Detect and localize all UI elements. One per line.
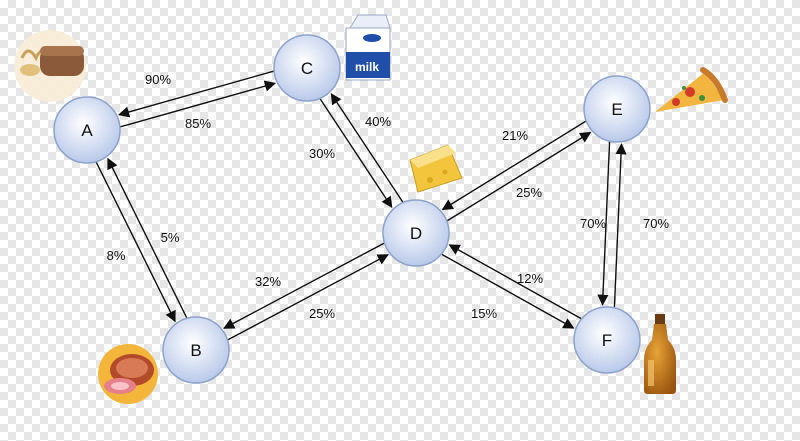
edge-a-to-c <box>120 80 277 128</box>
edge-label-e-to-f: 70% <box>580 216 606 231</box>
nodes: A B C D E F <box>53 34 651 384</box>
cheese-icon <box>409 144 463 193</box>
node-label-f: F <box>602 331 612 350</box>
edges <box>95 70 627 341</box>
edge-f-to-d <box>448 244 582 320</box>
edge-label-d-to-b: 25% <box>309 306 335 321</box>
pizza-icon <box>655 67 728 112</box>
beer-bottle-icon <box>644 314 676 394</box>
milk-label: milk <box>355 60 379 74</box>
edge-label-d-to-f: 15% <box>471 306 497 321</box>
edge-label-a-to-b: 5% <box>161 230 180 245</box>
edge-f-to-e <box>613 143 627 308</box>
meat-icon <box>98 344 158 404</box>
node-label-a: A <box>81 121 93 140</box>
node-label-d: D <box>410 224 422 243</box>
node-circle-f <box>573 306 641 374</box>
edge-d-to-c <box>330 92 404 203</box>
edge-label-c-to-d: 30% <box>309 146 335 161</box>
edge-d-to-b <box>223 242 385 329</box>
edge-label-f-to-d: 12% <box>517 271 543 286</box>
edge-label-a-to-c: 90% <box>145 72 171 87</box>
edge-b-to-d <box>227 254 389 341</box>
bread-icon <box>14 30 86 102</box>
node-b: B <box>162 316 230 384</box>
edge-label-e-to-d: 25% <box>516 185 542 200</box>
edge-labels: 90% 85% 5% 8% 30% 40% 32% 25% 21% 25% 15% 12% 70% 70% <box>107 72 670 321</box>
node-circle-d <box>382 199 450 267</box>
node-d: D <box>382 199 450 267</box>
edge-c-to-d <box>319 98 393 209</box>
node-circle-a <box>53 96 121 164</box>
edge-label-d-to-c: 40% <box>365 114 391 129</box>
edge-c-to-a <box>117 70 274 118</box>
node-label-e: E <box>611 100 622 119</box>
node-a: A <box>53 96 121 164</box>
edge-label-c-to-a: 85% <box>185 116 211 131</box>
edge-label-b-to-d: 32% <box>255 274 281 289</box>
edge-d-to-e <box>446 131 592 222</box>
node-f: F <box>573 306 641 374</box>
edge-label-f-to-e: 70% <box>643 216 669 231</box>
node-circle-b <box>162 316 230 384</box>
edge-b-to-a <box>107 157 188 319</box>
node-label-c: C <box>301 59 313 78</box>
edge-d-to-f <box>441 253 575 329</box>
node-e: E <box>583 75 651 143</box>
node-label-b: B <box>190 341 201 360</box>
node-circle-e <box>583 75 651 143</box>
edge-a-to-b <box>95 161 176 323</box>
edge-label-b-to-a: 8% <box>107 248 126 263</box>
milk-carton-icon: milk <box>345 14 391 81</box>
node-circle-c <box>273 34 341 102</box>
edge-label-d-to-e: 21% <box>502 128 528 143</box>
edge-e-to-d <box>441 120 587 211</box>
edge-e-to-f <box>597 141 611 306</box>
node-c: C <box>273 34 341 102</box>
